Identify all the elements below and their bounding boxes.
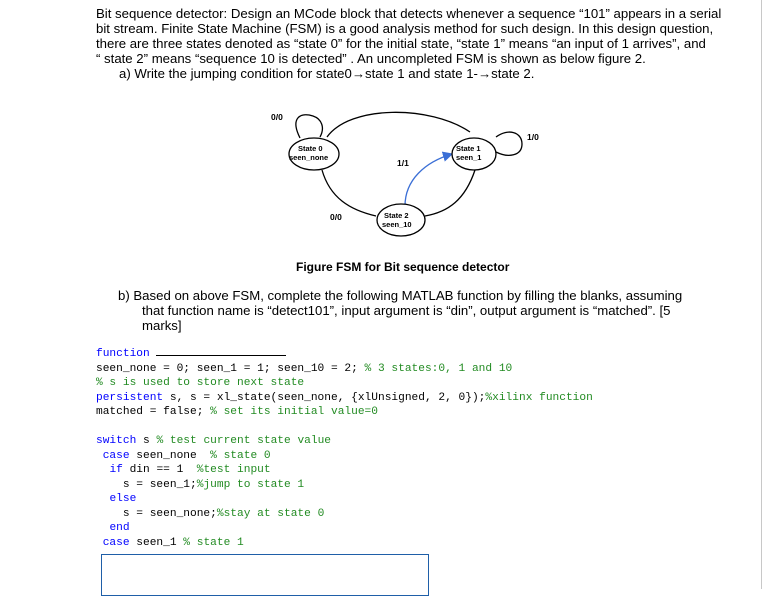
answer-input-box[interactable] — [101, 554, 429, 596]
state0-name: State 0 — [298, 144, 323, 153]
comment-switch: % test current state value — [156, 435, 332, 447]
state2-circle — [376, 203, 426, 237]
keyword-end: end — [109, 522, 130, 534]
para-line-4: “ state 2” means “sequence 10 is detecte… — [96, 51, 646, 66]
code-line-states: seen_none = 0; seen_1 = 1; seen_10 = 2; — [96, 362, 365, 375]
part-b-line-1: b) Based on above FSM, complete the foll… — [118, 288, 683, 303]
transition-label-4: 0/0 — [330, 212, 342, 222]
arc-state0-state1 — [326, 111, 471, 138]
code-line-if: din == 1 — [122, 464, 197, 476]
part-b-line-3: marks] — [142, 318, 182, 333]
state0-circle — [288, 137, 340, 171]
question-paragraph: Bit sequence detector: Design an MCode b… — [96, 6, 722, 81]
function-blank[interactable] — [156, 345, 287, 356]
comment-test-input: %test input — [196, 464, 271, 476]
figure-caption: Figure FSM for Bit sequence detector — [296, 260, 510, 274]
self-loop-state1 — [495, 131, 523, 156]
arrow-state2-state1 — [404, 151, 454, 207]
code-line-case-none: seen_none — [129, 449, 211, 462]
state2-name: State 2 — [384, 211, 409, 220]
transition-label-1: 0/0 — [271, 112, 283, 122]
keyword-switch: switch — [96, 435, 137, 447]
part-b-paragraph: b) Based on above FSM, complete the foll… — [96, 288, 716, 333]
state2-label: seen_10 — [382, 220, 412, 229]
state1-name: State 1 — [456, 144, 481, 153]
comment-state0: % state 0 — [210, 449, 271, 462]
comment-stay: %stay at state 0 — [216, 507, 325, 520]
comment-states: % 3 states:0, 1 and 10 — [364, 362, 513, 375]
part-a-text: a) Write the jumping condition for state… — [119, 66, 535, 81]
arc-state1-state2 — [424, 169, 476, 217]
fsm-diagram: State 0 seen_none State 1 seen_1 State 2… — [271, 111, 539, 237]
code-line-jump: s = seen_1; — [122, 478, 197, 491]
comment-initial-value: % set its initial value=0 — [210, 406, 378, 418]
page-edge — [761, 0, 762, 589]
transition-label-2: 1/0 — [527, 132, 539, 142]
code-line-persistent: s, s = xl_state(seen_none, {xlUnsigned, … — [163, 391, 486, 404]
keyword-case-2: case — [102, 536, 130, 549]
transition-label-3: 1/1 — [397, 158, 409, 168]
keyword-if: if — [109, 464, 123, 476]
para-line-2: bit stream. Finite State Machine (FSM) i… — [96, 21, 714, 36]
code-line-matched: matched = false; — [96, 406, 211, 418]
arc-state0-state2 — [321, 169, 377, 217]
code-line-switch: s — [136, 435, 157, 447]
state1-circle — [451, 137, 497, 171]
comment-jump: %jump to state 1 — [196, 478, 305, 491]
keyword-else: else — [109, 493, 137, 505]
keyword-function: function — [96, 348, 150, 360]
comment-next-state: % s is used to store next state — [96, 377, 305, 389]
keyword-persistent: persistent — [96, 391, 164, 404]
comment-xilinx: %xilinx function — [485, 391, 593, 404]
state0-label: seen_none — [289, 153, 328, 162]
matlab-code-block: function seen_none = 0; seen_1 = 1; seen… — [96, 345, 593, 550]
keyword-case-1: case — [102, 449, 130, 462]
part-b-line-2: that function name is “detect101”, input… — [142, 303, 671, 318]
self-loop-state0 — [295, 114, 324, 139]
state1-label: seen_1 — [456, 153, 481, 162]
code-line-stay: s = seen_none; — [122, 507, 217, 520]
comment-state1: % state 1 — [183, 536, 244, 549]
para-line-1: Bit sequence detector: Design an MCode b… — [96, 6, 722, 21]
code-line-case-seen1: seen_1 — [129, 536, 184, 549]
para-line-3: there are three states denoted as “state… — [96, 36, 706, 51]
